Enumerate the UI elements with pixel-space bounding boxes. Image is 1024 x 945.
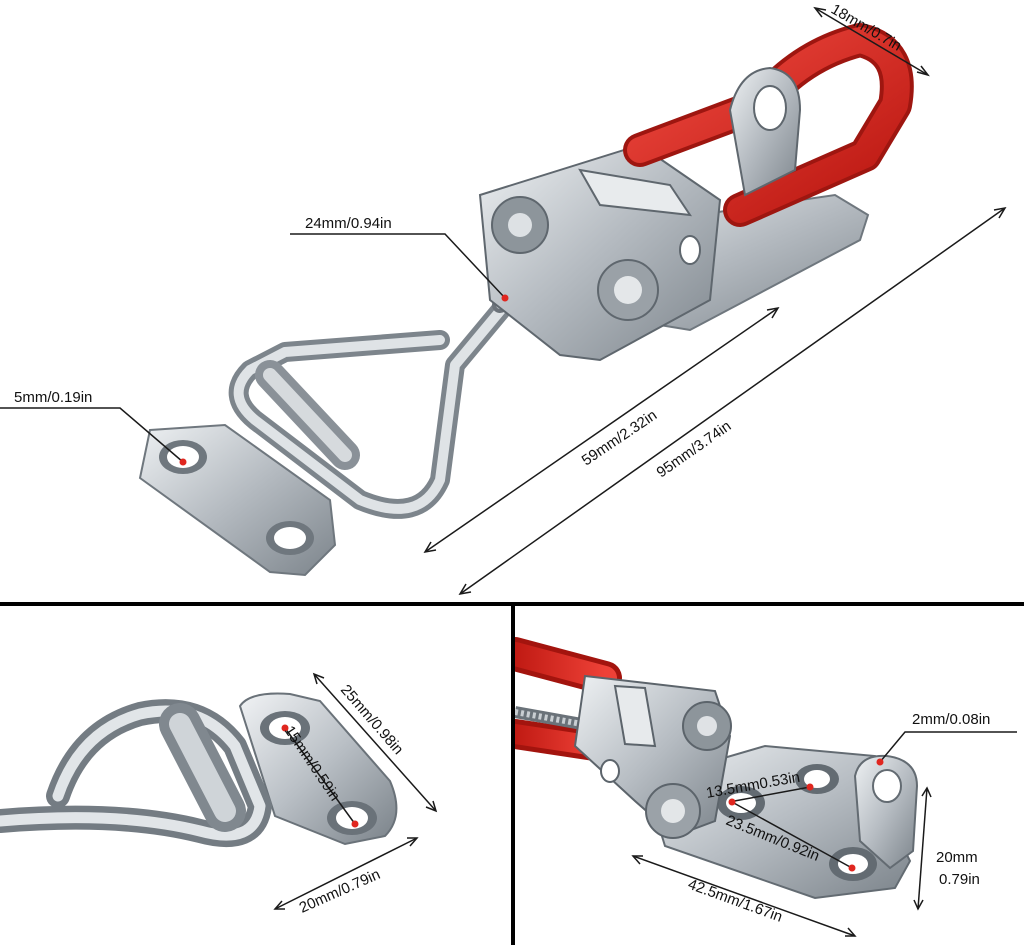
latch-body-detail <box>573 674 732 839</box>
label-height-in: 0.79in <box>939 871 980 888</box>
wire-hook-detail <box>0 699 272 848</box>
base-illustration: 2mm/0.08in 13.5mm0.53in 23.5mm/0.92in 42… <box>515 637 1017 937</box>
wire-hook <box>228 295 515 519</box>
handle-tab <box>728 66 802 197</box>
horizontal-divider <box>0 602 1024 606</box>
main-product-photo: 18mm/0.7in 24mm/0.94in 5mm/0.19in 59mm/2… <box>0 0 1007 596</box>
label-thickness: 2mm/0.08in <box>912 711 990 728</box>
label-height-mm: 20mm <box>936 849 978 866</box>
keeper-plate <box>138 423 337 577</box>
latch-illustration: 18mm/0.7in 24mm/0.94in 5mm/0.19in 59mm/2… <box>0 1 1007 596</box>
dimension-lines <box>0 6 1007 596</box>
keeper-detail-photo: 25mm/0.98in 15mm/0.59in 20mm/0.79in <box>0 606 511 945</box>
dimension-lines-detail <box>273 672 438 910</box>
keeper-illustration: 25mm/0.98in 15mm/0.59in 20mm/0.79in <box>0 672 438 917</box>
measure-markers-base <box>728 758 884 872</box>
label-spring: 24mm/0.94in <box>305 215 392 232</box>
vertical-divider <box>511 606 515 945</box>
label-hole: 5mm/0.19in <box>14 389 92 406</box>
base-detail-photo: 2mm/0.08in 13.5mm0.53in 23.5mm/0.92in 42… <box>515 606 1024 945</box>
latch-body <box>478 143 722 362</box>
measure-markers <box>179 294 509 466</box>
dimension-lines-base <box>631 731 1017 937</box>
upright-tab-detail <box>853 754 919 870</box>
label-total: 95mm/3.74in <box>654 418 735 482</box>
measure-markers-detail <box>281 724 359 828</box>
